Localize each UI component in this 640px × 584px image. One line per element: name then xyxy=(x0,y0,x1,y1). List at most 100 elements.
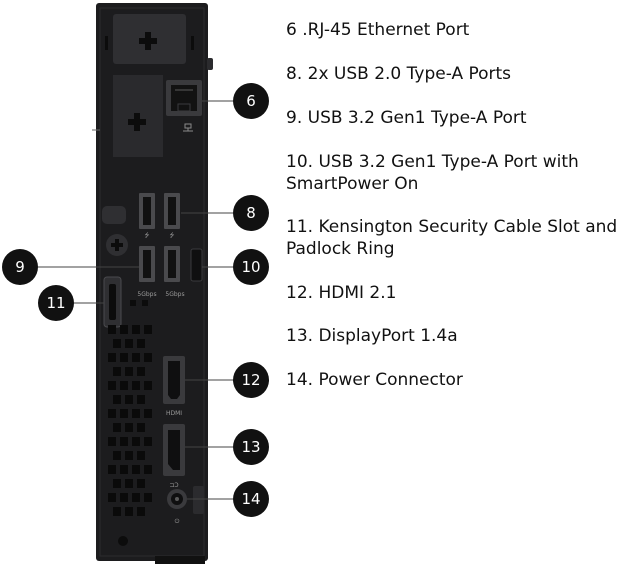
vent-slot xyxy=(144,381,152,390)
callout-number-9: 9 xyxy=(15,258,25,276)
callout-label-hdmi: 12. HDMI 2.1 xyxy=(286,283,397,303)
vent-slot xyxy=(125,339,133,348)
plus-mark-icon xyxy=(128,113,146,131)
power-symbol-icon: ⏻ xyxy=(175,518,180,525)
callout-label-usb2: 8. 2x USB 2.0 Type-A Ports xyxy=(286,64,512,84)
vent-slot xyxy=(113,507,121,516)
callout-label-usb3: 9. USB 3.2 Gen1 Type-A Port xyxy=(286,108,527,128)
vent-slot xyxy=(144,465,152,474)
rj45-ethernet-port[interactable] xyxy=(166,80,202,116)
callout-badge-11 xyxy=(38,285,74,321)
vent-slot xyxy=(120,409,128,418)
vent-slot xyxy=(125,395,133,404)
vent-slot xyxy=(108,493,116,502)
usb-port-tongue xyxy=(168,197,176,225)
vent-slot xyxy=(137,367,145,376)
callout-badge-13 xyxy=(233,429,269,465)
screw-hole xyxy=(118,536,128,546)
hdmi-port[interactable] xyxy=(163,356,185,404)
callout-badge-6 xyxy=(233,83,269,119)
vent-slot xyxy=(108,325,116,334)
vent-slot xyxy=(132,409,140,418)
power-connector[interactable] xyxy=(167,489,187,509)
side-clip xyxy=(193,486,204,514)
displayport-port[interactable] xyxy=(163,424,185,476)
vent-slot xyxy=(137,423,145,432)
plus-mark-icon xyxy=(139,32,157,50)
vent-slot xyxy=(144,437,152,446)
chassis-bezel xyxy=(99,7,205,557)
vent-grille xyxy=(108,325,152,516)
vent-slot xyxy=(120,325,128,334)
callout-number-14: 14 xyxy=(241,490,260,508)
vent-slot xyxy=(137,479,145,488)
vent-slot xyxy=(144,493,152,502)
callout-label-kensington: 11. Kensington Security Cable Slot and P… xyxy=(286,217,618,259)
callout-label-displayport: 13. DisplayPort 1.4a xyxy=(286,326,458,346)
callout-badge-14 xyxy=(233,481,269,517)
vent-slot xyxy=(125,367,133,376)
kensington-slot xyxy=(109,284,116,320)
vent-slot xyxy=(137,339,145,348)
indicator-hole xyxy=(142,300,148,306)
vent-slot xyxy=(144,325,152,334)
side-knob xyxy=(102,206,126,224)
usb-symbol-icon: ⭍ xyxy=(145,231,150,239)
callout-badge-10 xyxy=(233,249,269,285)
callout-label-ethernet: 6 .RJ-45 Ethernet Port xyxy=(286,20,470,40)
vent-slot xyxy=(137,507,145,516)
vent-slot xyxy=(108,353,116,362)
vent-slot xyxy=(132,493,140,502)
indicator-hole xyxy=(130,300,136,306)
vent-slot xyxy=(120,381,128,390)
vent-slot xyxy=(120,493,128,502)
vent-slot xyxy=(125,479,133,488)
vent-slot xyxy=(132,381,140,390)
callout-label-power: 14. Power Connector xyxy=(286,370,463,390)
vent-slot xyxy=(125,423,133,432)
network-icon xyxy=(183,123,193,132)
vent-slot xyxy=(108,465,116,474)
vent-slot xyxy=(113,479,121,488)
usb-speed-label-right: 5Gbps xyxy=(165,291,184,298)
vent-slot xyxy=(144,409,152,418)
callout-number-11: 11 xyxy=(46,294,65,312)
side-slot xyxy=(190,248,203,282)
callout-badge-8 xyxy=(233,195,269,231)
vent-slot xyxy=(125,507,133,516)
slot-mark xyxy=(191,36,194,50)
vent-slot xyxy=(113,367,121,376)
usb-port-tongue xyxy=(168,250,176,278)
usb-speed-label-left: 5Gbps xyxy=(137,291,156,298)
chassis-foot xyxy=(155,556,205,564)
vent-slot xyxy=(120,465,128,474)
vent-slot xyxy=(113,451,121,460)
displayport-icon: ⊐Ͻ xyxy=(169,482,178,489)
vent-slot xyxy=(120,353,128,362)
screw-plus-icon xyxy=(111,239,123,251)
usb-port-tongue xyxy=(143,250,151,278)
callout-number-8: 8 xyxy=(246,204,256,222)
vent-slot xyxy=(108,381,116,390)
callout-number-10: 10 xyxy=(241,258,260,276)
callout-badge-9 xyxy=(2,249,38,285)
callout-number-13: 13 xyxy=(241,438,260,456)
usb-port-tongue xyxy=(143,197,151,225)
vent-slot xyxy=(120,437,128,446)
side-latch xyxy=(207,58,213,70)
vent-slot xyxy=(108,437,116,446)
callout-number-12: 12 xyxy=(241,371,260,389)
vent-slot xyxy=(144,353,152,362)
vent-slot xyxy=(132,353,140,362)
vent-slot xyxy=(113,423,121,432)
vent-slot xyxy=(125,451,133,460)
vent-slot xyxy=(108,409,116,418)
vent-slot xyxy=(137,451,145,460)
hdmi-label: HDMI xyxy=(166,410,182,417)
vent-slot xyxy=(132,325,140,334)
vent-slot xyxy=(137,395,145,404)
slot-mark xyxy=(105,36,108,50)
callout-badge-12 xyxy=(233,362,269,398)
vent-slot xyxy=(132,437,140,446)
